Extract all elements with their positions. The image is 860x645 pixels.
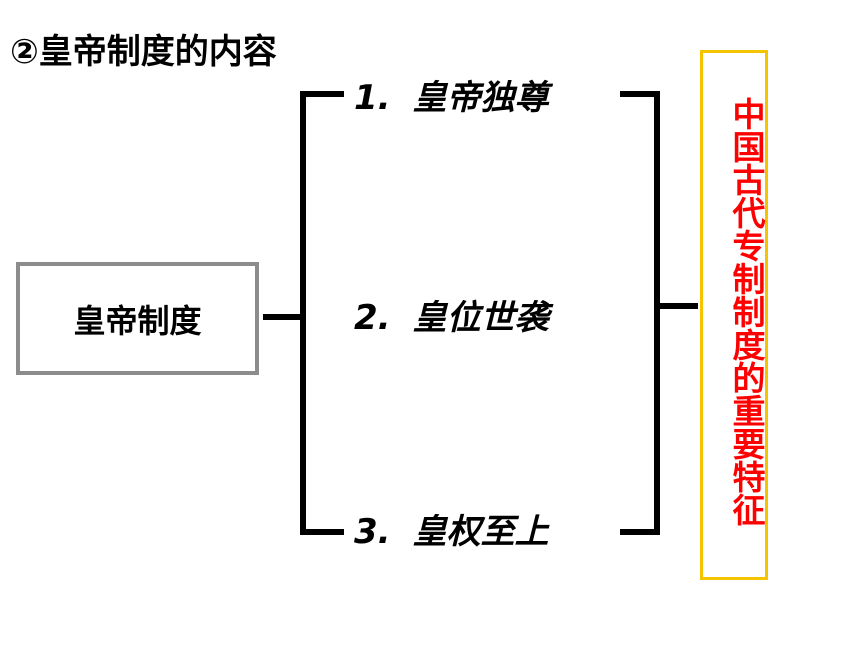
left-bracket-top-arm [300,91,344,97]
item-number: 2. [354,298,391,338]
list-item: 3. 皇权至上 [354,512,549,552]
item-label: 皇位世袭 [412,298,549,338]
item-number: 1. [354,78,391,118]
page-title: ②皇帝制度的内容 [10,32,277,72]
list-item: 2. 皇位世袭 [354,298,549,338]
left-bracket-bottom-arm [300,529,344,535]
left-bracket-vertical [300,91,306,535]
main-concept-label: 皇帝制度 [73,301,202,340]
list-item: 1. 皇帝独尊 [354,78,549,118]
item-label: 皇权至上 [412,512,549,552]
feature-label: 中国古代专制制度的重要特征 [727,96,766,526]
right-bracket-bottom-arm [620,529,660,535]
feature-connector-line [660,303,698,309]
item-label: 皇帝独尊 [412,78,549,118]
main-concept-box: 皇帝制度 [16,262,259,375]
main-connector-line [263,314,303,320]
feature-box: 中国古代专制制度的重要特征 [700,50,768,580]
right-bracket-top-arm [620,91,660,97]
right-bracket-vertical [654,91,660,535]
item-number: 3. [354,512,391,552]
